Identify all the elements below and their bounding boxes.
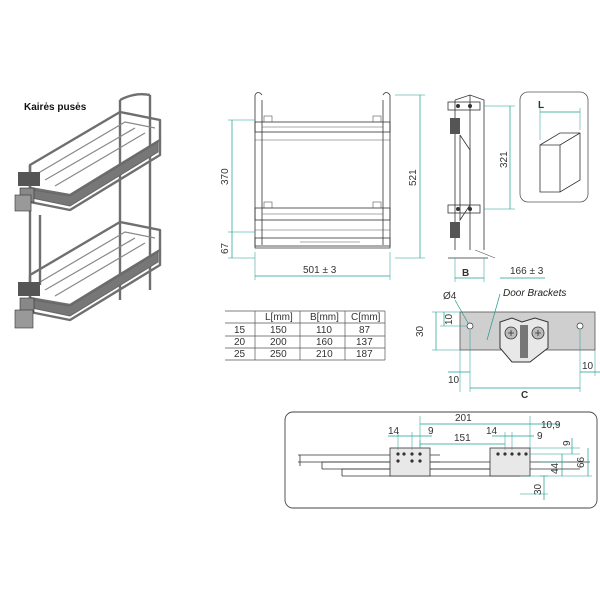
table-cell: 110	[316, 325, 332, 336]
table-cell: 200	[270, 337, 287, 348]
dim-9-right: 9	[537, 431, 543, 442]
dim-10-9: 10,9	[541, 420, 561, 431]
table-cell: 150	[270, 325, 287, 336]
dim-bracket-left: 10	[448, 375, 460, 386]
dim-370: 370	[220, 168, 231, 185]
dim-501: 501 ± 3	[303, 265, 337, 276]
table-cell: 137	[356, 337, 373, 348]
table-cell: 187	[356, 349, 373, 360]
table-cell: 160	[316, 337, 333, 348]
door-bracket-view: Door Brackets Ø4 30 10 10 10 C	[415, 288, 600, 401]
table-cell: 20	[234, 337, 246, 348]
table-cell: 250	[270, 349, 287, 360]
front-view: 370 67 521 501 ± 3	[220, 92, 425, 280]
dim-44: 44	[550, 462, 561, 474]
size-table: L[mm] B[mm] C[mm] 15 150 110 87 20 200 1…	[225, 310, 386, 361]
dim-14-right: 14	[486, 426, 498, 437]
dim-151: 151	[454, 433, 471, 444]
table-header-b: B[mm]	[310, 312, 339, 323]
dim-l: L	[538, 100, 544, 111]
dim-521: 521	[408, 169, 419, 186]
dim-hole-diameter: Ø4	[443, 291, 457, 302]
dim-201: 201	[455, 413, 472, 424]
detail-box: L	[519, 91, 589, 203]
rail-view: 201 10,9 14 9 151 14 9 9 44 66 30	[284, 411, 598, 509]
dim-bracket-30: 30	[415, 325, 426, 337]
dim-9-side: 9	[562, 440, 573, 446]
side-label: Kairės pusės	[24, 102, 87, 113]
dim-9-left: 9	[428, 426, 434, 437]
dim-bracket-10: 10	[444, 313, 455, 325]
door-brackets-title: Door Brackets	[503, 288, 566, 299]
table-header-c: C[mm]	[351, 312, 381, 323]
table-cell: 87	[359, 325, 371, 336]
dim-b: B	[462, 268, 469, 279]
table-header-l: L[mm]	[265, 312, 293, 323]
basket-illustration	[14, 92, 162, 329]
dim-30: 30	[533, 483, 544, 495]
dim-66: 66	[576, 456, 587, 468]
table-cell: 15	[234, 325, 246, 336]
side-view: 321 B 166 ± 3	[447, 94, 545, 282]
dim-67: 67	[220, 242, 231, 254]
dim-166: 166 ± 3	[510, 266, 544, 277]
dim-c: C	[521, 390, 528, 401]
dim-14-left: 14	[388, 426, 400, 437]
dim-321: 321	[499, 151, 510, 168]
dim-bracket-right: 10	[582, 361, 594, 372]
table-cell: 210	[316, 349, 333, 360]
table-cell: 25	[234, 349, 246, 360]
